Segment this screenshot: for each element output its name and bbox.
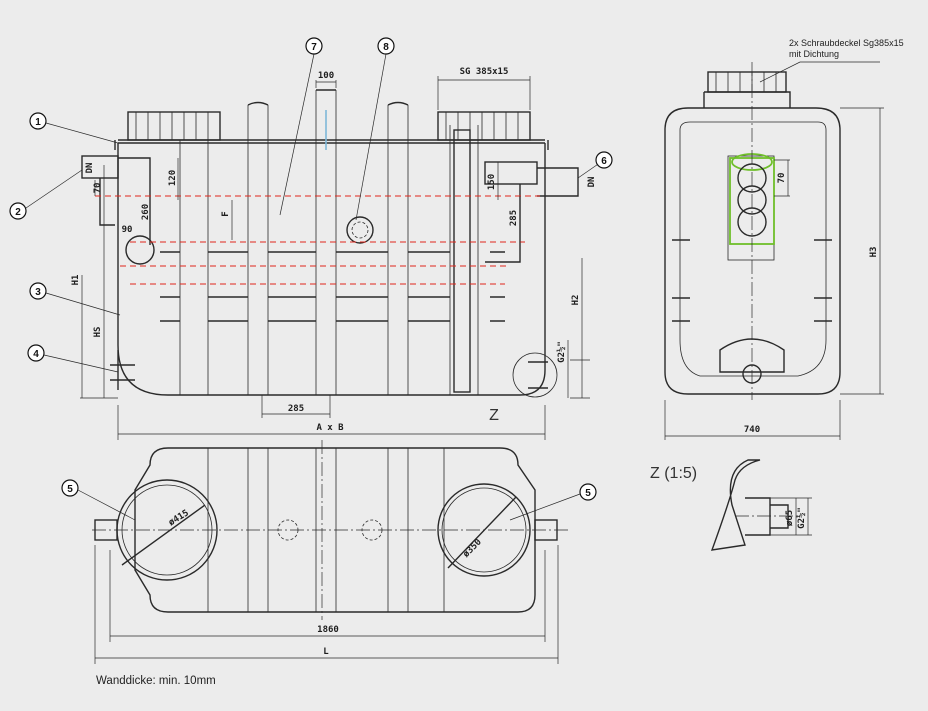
callouts: 1 2 3 4 5 5 6 7 8 <box>9 37 613 501</box>
dim-hs: HS <box>93 327 103 338</box>
dim-h1: H1 <box>71 275 81 286</box>
dim-70-left: 70 <box>93 183 103 194</box>
detail-z <box>710 459 812 551</box>
notes: 2x Schraubdeckel Sg385x15 mit Dichtung Z… <box>96 38 904 687</box>
dim-260: 260 <box>141 204 151 220</box>
dim-285-bottom: 285 <box>288 404 304 414</box>
side-view <box>664 61 884 440</box>
dim-axb: A x B <box>316 423 344 433</box>
dim-g2: G2½" <box>556 341 567 363</box>
dim-l: L <box>323 647 329 657</box>
lid-note-line2: mit Dichtung <box>789 49 839 59</box>
lid-note-line1: 2x Schraubdeckel Sg385x15 <box>789 38 904 48</box>
svg-text:8: 8 <box>383 42 389 53</box>
dim-70-side: 70 <box>777 173 787 184</box>
svg-text:5: 5 <box>67 484 73 495</box>
dim-740: 740 <box>744 425 760 435</box>
dim-d350: ø350 <box>461 537 483 559</box>
callout-8: 8 <box>377 37 395 55</box>
top-view <box>92 440 570 664</box>
dim-sg: SG 385x15 <box>460 67 509 77</box>
callout-6: 6 <box>595 151 613 169</box>
dim-h3: H3 <box>869 247 879 258</box>
dim-120: 120 <box>168 170 178 186</box>
svg-text:6: 6 <box>601 156 607 167</box>
callout-1: 1 <box>29 112 47 130</box>
dimension-labels: 100 SG 385x15 DN 70 120 260 90 F H1 HS 1… <box>71 67 879 657</box>
dim-g2-detail: G2½" <box>796 507 807 529</box>
svg-text:1: 1 <box>35 117 41 128</box>
callout-2: 2 <box>9 202 27 220</box>
dim-d65: ø65 <box>785 510 795 526</box>
svg-text:3: 3 <box>35 287 41 298</box>
dim-150: 150 <box>487 174 497 190</box>
dim-dn-right: DN <box>587 177 597 188</box>
callout-3: 3 <box>29 282 47 300</box>
detail-mark-z: Z <box>489 407 499 424</box>
callout-5-left: 5 <box>61 479 79 497</box>
dim-h2: H2 <box>571 295 581 306</box>
callout-4: 4 <box>27 344 45 362</box>
callout-leaders <box>25 53 605 521</box>
svg-text:5: 5 <box>585 488 591 499</box>
dim-285-right: 285 <box>509 210 519 226</box>
svg-text:4: 4 <box>33 349 39 360</box>
dim-100: 100 <box>318 71 334 81</box>
dim-90: 90 <box>122 225 133 235</box>
svg-text:2: 2 <box>15 207 21 218</box>
wall-thickness-note: Wanddicke: min. 10mm <box>96 675 216 687</box>
dim-d415: ø415 <box>167 508 191 528</box>
dim-dn-left: DN <box>85 163 95 174</box>
svg-text:7: 7 <box>311 42 317 53</box>
dim-1860: 1860 <box>317 625 339 635</box>
callout-7: 7 <box>305 37 323 55</box>
dim-f: F <box>221 211 231 216</box>
front-view <box>80 76 590 440</box>
detail-label: Z (1:5) <box>650 465 697 482</box>
callout-5-right: 5 <box>579 483 597 501</box>
